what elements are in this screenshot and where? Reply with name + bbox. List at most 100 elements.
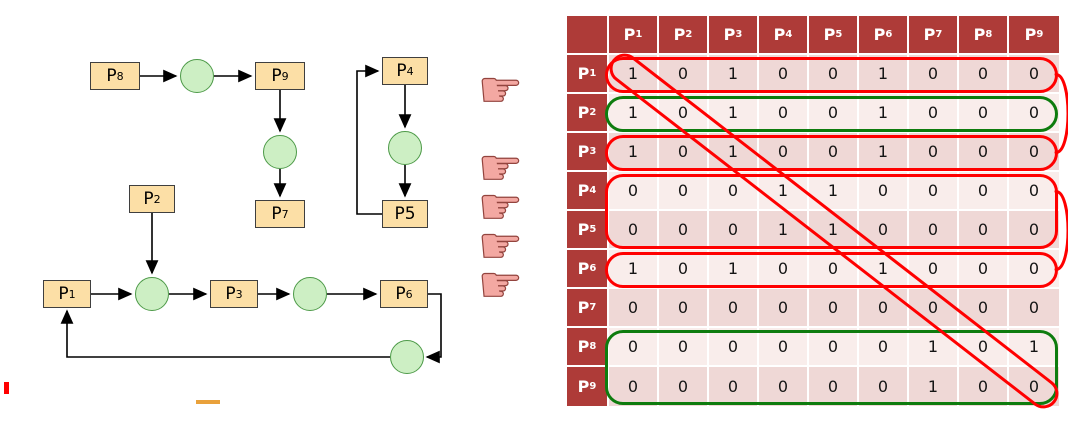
- col-header-1-text: P: [623, 25, 636, 44]
- transition-circle: [135, 277, 169, 311]
- matrix-cell: 1: [709, 94, 759, 133]
- node-p3-label-sub: 3: [235, 287, 243, 301]
- matrix-cell: 0: [659, 289, 709, 328]
- pointing-hand-icon: ☛: [477, 61, 523, 119]
- matrix-cell: 1: [859, 133, 909, 172]
- matrix-cell: 0: [709, 211, 759, 250]
- matrix-cell: 0: [759, 94, 809, 133]
- matrix-cell: 0: [959, 211, 1009, 250]
- stray-mark-orange: [196, 400, 220, 404]
- matrix-cell: 0: [859, 367, 909, 406]
- matrix-cell: 0: [809, 289, 859, 328]
- node-p2-label-sub: 2: [153, 192, 161, 206]
- matrix-cell: 0: [1009, 94, 1059, 133]
- row-header-6-sub: 6: [589, 262, 597, 274]
- matrix-cell: 0: [959, 94, 1009, 133]
- col-header-1-sub: 1: [635, 28, 643, 40]
- matrix-cell: 0: [909, 250, 959, 289]
- col-header-6-sub: 6: [885, 28, 893, 40]
- matrix-cell: 0: [1009, 55, 1059, 94]
- node-p5: P5: [382, 200, 428, 228]
- transition-circle: [293, 277, 327, 311]
- node-p2-label: P: [143, 189, 154, 209]
- node-p5-label: P5: [394, 204, 416, 224]
- matrix-cell: 0: [709, 367, 759, 406]
- row-header-2-sub: 2: [589, 106, 597, 118]
- row-header-7-sub: 7: [589, 301, 597, 313]
- matrix-cell: 0: [659, 55, 709, 94]
- matrix-cell: 0: [959, 289, 1009, 328]
- matrix-cell: 0: [759, 289, 809, 328]
- node-p1-label: P: [58, 284, 69, 304]
- matrix-cell: 0: [909, 211, 959, 250]
- edge-p6-t6: [425, 293, 442, 364]
- matrix-cell: 0: [1009, 211, 1059, 250]
- matrix-cell: 0: [709, 289, 759, 328]
- matrix-cell: 0: [659, 328, 709, 367]
- matrix-cell: 0: [959, 55, 1009, 94]
- matrix-cell: 1: [909, 367, 959, 406]
- matrix-cell: 0: [909, 289, 959, 328]
- matrix-cell: 0: [909, 172, 959, 211]
- matrix-cell: 0: [759, 367, 809, 406]
- node-p7-label: P: [271, 204, 282, 224]
- matrix-cell: 0: [659, 211, 709, 250]
- matrix-cell: 1: [809, 172, 859, 211]
- matrix-cell: 0: [1009, 289, 1059, 328]
- table-corner-cell: [567, 16, 609, 55]
- col-header-7-text: P: [923, 25, 936, 44]
- matrix-cell: 0: [859, 289, 909, 328]
- node-p9-label-sub: 9: [281, 69, 289, 83]
- row-header-8-sub: 8: [589, 340, 597, 352]
- matrix-cell: 0: [859, 172, 909, 211]
- row-header-4-text: P: [577, 181, 590, 200]
- matrix-cell: 0: [809, 250, 859, 289]
- matrix-cell: 0: [759, 250, 809, 289]
- matrix-cell: 0: [959, 172, 1009, 211]
- matrix-cell: 1: [609, 94, 659, 133]
- matrix-cell: 1: [909, 328, 959, 367]
- transition-circle: [388, 131, 422, 165]
- row-header-9-sub: 9: [589, 380, 597, 392]
- matrix-cell: 0: [659, 172, 709, 211]
- matrix-cell: 0: [909, 94, 959, 133]
- stray-mark-red: [4, 382, 9, 394]
- matrix-cell: 1: [709, 133, 759, 172]
- row-header-8-text: P: [577, 337, 590, 356]
- matrix-cell: 0: [759, 55, 809, 94]
- node-p4-label-sub: 4: [406, 64, 414, 78]
- row-header-1-text: P: [577, 64, 590, 83]
- pointing-hand-icon: ☛: [477, 178, 523, 236]
- matrix-cell: 1: [859, 250, 909, 289]
- pointing-hand-icon: ☛: [477, 217, 523, 275]
- col-header-2-sub: 2: [685, 28, 693, 40]
- matrix-cell: 0: [609, 289, 659, 328]
- row-header-5-sub: 5: [589, 223, 597, 235]
- row-header-5-text: P: [577, 220, 590, 239]
- matrix-cell: 0: [609, 211, 659, 250]
- matrix-cell: 0: [609, 328, 659, 367]
- matrix-cell: 0: [1009, 250, 1059, 289]
- matrix-cell: 0: [659, 94, 709, 133]
- matrix-cell: 0: [909, 55, 959, 94]
- row-header-3-sub: 3: [589, 145, 597, 157]
- matrix-cell: 0: [809, 94, 859, 133]
